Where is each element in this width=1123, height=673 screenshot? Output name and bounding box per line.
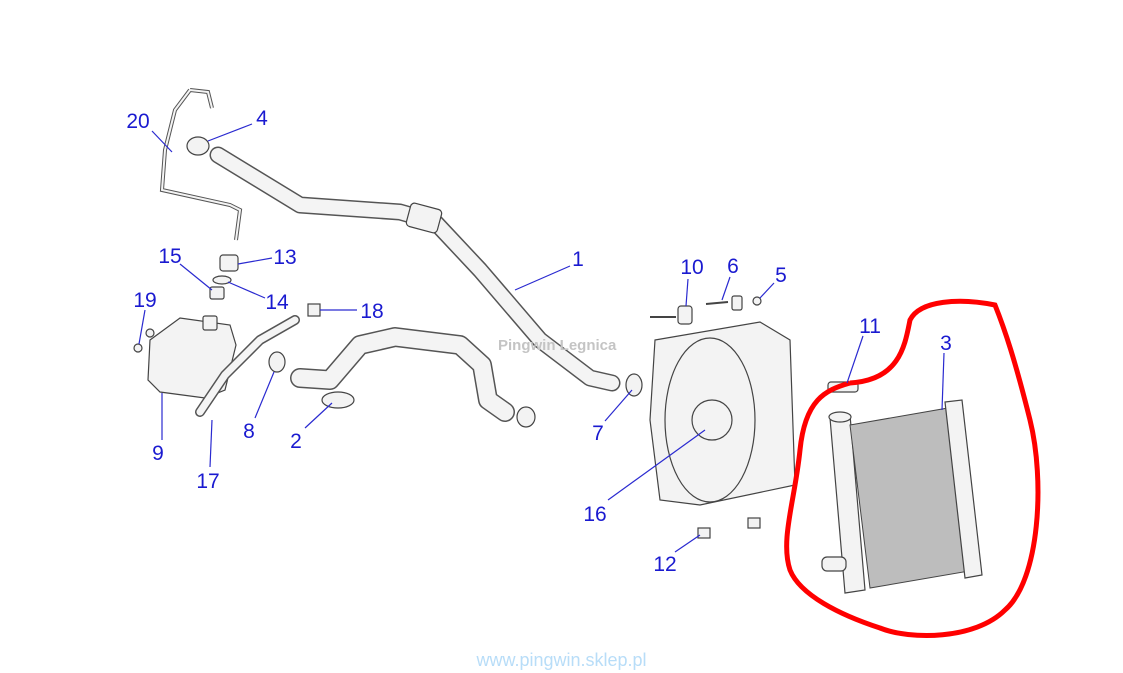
callout-15: 15: [158, 245, 181, 268]
leader-7: [604, 389, 633, 422]
part-5-screw: [752, 296, 762, 306]
callout-14: 14: [265, 291, 289, 314]
part-8-clamp: [268, 351, 286, 373]
callout-6: 6: [727, 255, 739, 278]
leader-15: [179, 263, 213, 291]
part-4-clamp: [186, 136, 210, 156]
callout-2: 2: [290, 430, 302, 453]
callout-17: 17: [196, 470, 219, 493]
leader-10: [685, 278, 689, 307]
callout-20: 20: [126, 110, 149, 133]
part-14-seal: [212, 275, 232, 285]
callout-5: 5: [775, 264, 787, 287]
callout-13: 13: [273, 246, 296, 269]
leader-16: [607, 429, 706, 501]
highlight-circle: [784, 298, 1041, 638]
part-3-radiator: [821, 399, 983, 594]
leader-20: [151, 130, 173, 153]
part-18-clip: [307, 303, 321, 317]
callout-8: 8: [243, 420, 255, 443]
callout-18: 18: [360, 300, 383, 323]
part-19-screw: [133, 343, 143, 353]
part-15-bushing: [209, 286, 225, 300]
callout-19: 19: [133, 289, 156, 312]
part-fan-shroud: [649, 295, 796, 539]
callout-12: 12: [653, 553, 676, 576]
leader-12: [674, 534, 701, 553]
leader-3: [941, 352, 945, 411]
leader-11: [846, 335, 864, 384]
callout-4: 4: [256, 107, 268, 130]
leader-6: [721, 276, 731, 301]
leader-4: [207, 123, 253, 142]
callout-1: 1: [572, 248, 584, 271]
part-7-clamp: [625, 373, 643, 397]
leader-2: [304, 402, 333, 429]
callout-16: 16: [583, 503, 606, 526]
leader-1: [514, 265, 571, 291]
callout-10: 10: [680, 256, 703, 279]
callout-7: 7: [592, 422, 604, 445]
leader-5: [759, 282, 775, 299]
part-1-hose: [209, 146, 621, 392]
part-16-fan-motor: [691, 399, 733, 441]
callout-11: 11: [859, 315, 881, 338]
callout-3: 3: [940, 332, 952, 355]
leader-13: [237, 257, 273, 265]
leader-19: [138, 309, 146, 345]
part-13-cap: [219, 254, 239, 272]
part-12-grommet: [697, 527, 711, 539]
part-9-reservoir: [147, 317, 237, 399]
footer-url[interactable]: www.pingwin.sklep.pl: [476, 650, 647, 670]
leader-8: [254, 371, 275, 419]
watermark: Pingwin Legnica: [498, 337, 617, 354]
callout-9: 9: [152, 442, 164, 465]
leader-14: [227, 281, 266, 299]
leader-17: [209, 419, 213, 468]
part-2-hose: [290, 327, 536, 428]
